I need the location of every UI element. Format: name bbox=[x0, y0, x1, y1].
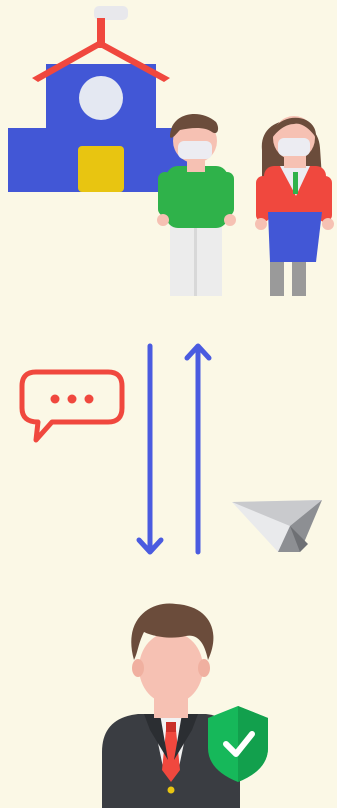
teacher-icon bbox=[102, 603, 240, 808]
arrow-down-icon bbox=[139, 346, 161, 552]
school-building-icon bbox=[8, 6, 188, 192]
arrow-up-icon bbox=[187, 346, 209, 552]
chat-bubble-icon bbox=[22, 372, 122, 440]
student-girl-icon bbox=[255, 116, 334, 296]
paper-plane-icon bbox=[232, 500, 322, 552]
